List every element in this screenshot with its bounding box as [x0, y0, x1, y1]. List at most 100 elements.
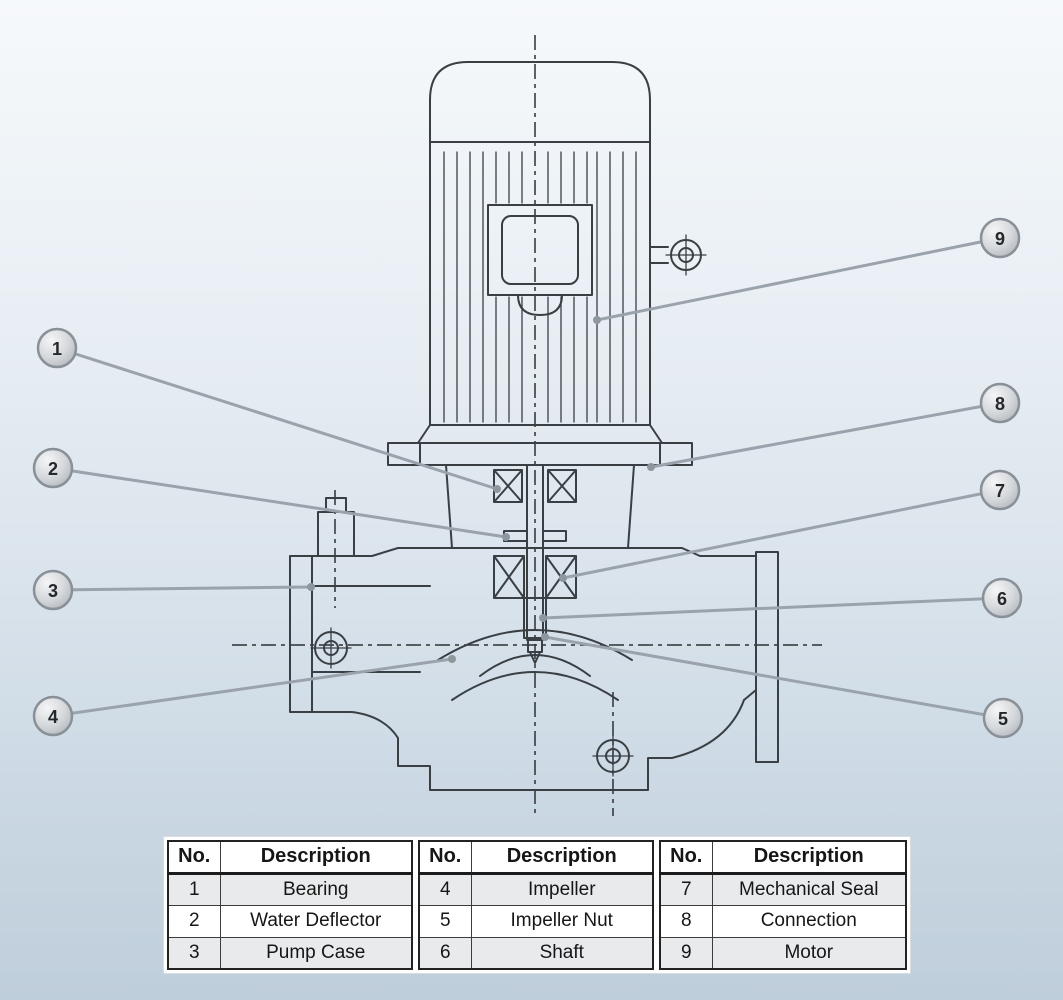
callout-6-number: 6 — [997, 589, 1007, 609]
table-row: 6 Shaft — [418, 936, 654, 970]
description-column-header: Description — [470, 840, 654, 875]
leader-dot-1 — [493, 485, 501, 493]
callout-5: 5 — [982, 697, 1024, 739]
parts-table-group-3: No. Description 7 Mechanical Seal 8 Conn… — [659, 840, 907, 970]
part-no-cell: 3 — [167, 936, 221, 970]
leader-line-3 — [52, 585, 312, 592]
motor-fins-outer — [443, 151, 637, 423]
part-desc-cell: Pump Case — [219, 936, 413, 970]
part-desc-cell: Connection — [711, 904, 907, 938]
leader-line-1 — [56, 346, 498, 491]
leader-dot-2 — [502, 533, 510, 541]
leader-dot-4 — [448, 655, 456, 663]
leader-dot-5 — [541, 633, 549, 641]
callouts: 1 2 3 4 5 6 7 — [32, 217, 1024, 739]
parts-table-group-2: No. Description 4 Impeller 5 Impeller Nu… — [418, 840, 654, 970]
pump-case-right — [681, 547, 779, 763]
leader-lines — [52, 236, 1004, 720]
description-column-header: Description — [219, 840, 413, 875]
callout-3: 3 — [32, 569, 74, 611]
parts-table-group-1: No. Description 1 Bearing 2 Water Deflec… — [167, 840, 413, 970]
leader-dot-6 — [539, 614, 547, 622]
part-desc-cell: Impeller — [470, 872, 654, 906]
bearing-symbols — [493, 469, 577, 503]
table-row: 1 Bearing — [167, 872, 413, 906]
no-column-header: No. — [659, 840, 713, 875]
motor-base-adapter — [417, 424, 663, 444]
leader-dot-7 — [559, 574, 567, 582]
leader-line-8 — [650, 401, 1001, 469]
table-header-row: No. Description — [659, 840, 907, 875]
case-bolt-left-cross — [310, 627, 352, 669]
terminal-box-cover — [501, 215, 579, 285]
leader-dot-9 — [593, 316, 601, 324]
terminal-box-bump — [517, 294, 563, 316]
part-no-cell: 9 — [659, 936, 713, 970]
callout-4-number: 4 — [48, 707, 58, 727]
pump-cross-section-drawing — [289, 61, 779, 791]
callout-6: 6 — [981, 577, 1023, 619]
callout-3-number: 3 — [48, 581, 58, 601]
no-column-header: No. — [167, 840, 221, 875]
motor-body — [429, 141, 651, 426]
description-column-header: Description — [711, 840, 907, 875]
conduit-stub — [649, 246, 669, 264]
part-desc-cell: Impeller Nut — [470, 904, 654, 938]
part-desc-cell: Shaft — [470, 936, 654, 970]
no-column-header: No. — [418, 840, 472, 875]
callout-2-number: 2 — [48, 459, 58, 479]
part-no-cell: 5 — [418, 904, 472, 938]
part-no-cell: 8 — [659, 904, 713, 938]
callout-8: 8 — [979, 382, 1021, 424]
part-desc-cell: Bearing — [219, 872, 413, 906]
part-desc-cell: Motor — [711, 936, 907, 970]
table-row: 9 Motor — [659, 936, 907, 970]
motor-cap — [429, 61, 651, 143]
callout-9-number: 9 — [995, 229, 1005, 249]
callout-1-number: 1 — [52, 339, 62, 359]
callout-2: 2 — [32, 447, 74, 489]
part-no-cell: 4 — [418, 872, 472, 906]
motor-fins-middle — [495, 151, 588, 423]
lantern-stool — [397, 464, 683, 549]
part-no-cell: 6 — [418, 936, 472, 970]
callout-7-number: 7 — [995, 481, 1005, 501]
table-header-row: No. Description — [418, 840, 654, 875]
centerlines — [232, 35, 822, 818]
shaft — [526, 465, 544, 641]
case-bolt-bottom-cross — [592, 735, 634, 777]
table-row: 5 Impeller Nut — [418, 904, 654, 938]
terminal-box — [487, 204, 593, 296]
callout-1: 1 — [36, 327, 78, 369]
callout-9: 9 — [979, 217, 1021, 259]
leader-line-9 — [596, 236, 1001, 322]
leader-line-7 — [562, 488, 1001, 580]
table-row: 2 Water Deflector — [167, 904, 413, 938]
leader-dot-3 — [307, 583, 315, 591]
leader-line-4 — [52, 657, 453, 718]
pump-case-volute — [351, 699, 745, 791]
leader-line-2 — [52, 466, 507, 539]
part-no-cell: 7 — [659, 872, 713, 906]
pump-case-left — [289, 547, 431, 713]
leader-line-5 — [544, 635, 1004, 720]
table-row: 8 Connection — [659, 904, 907, 938]
callout-7: 7 — [979, 469, 1021, 511]
callout-8-number: 8 — [995, 394, 1005, 414]
table-row: 4 Impeller — [418, 872, 654, 906]
connection-flange — [387, 442, 693, 466]
table-row: 3 Pump Case — [167, 936, 413, 970]
part-no-cell: 1 — [167, 872, 221, 906]
table-row: 7 Mechanical Seal — [659, 872, 907, 906]
leader-line-6 — [542, 596, 1003, 620]
part-desc-cell: Mechanical Seal — [711, 872, 907, 906]
part-desc-cell: Water Deflector — [219, 904, 413, 938]
parts-legend-table: No. Description 1 Bearing 2 Water Deflec… — [163, 836, 911, 974]
part-no-cell: 2 — [167, 904, 221, 938]
leader-dot-8 — [647, 463, 655, 471]
callout-5-number: 5 — [998, 709, 1008, 729]
conduit-crosshair — [665, 234, 707, 276]
callout-4: 4 — [32, 695, 74, 737]
